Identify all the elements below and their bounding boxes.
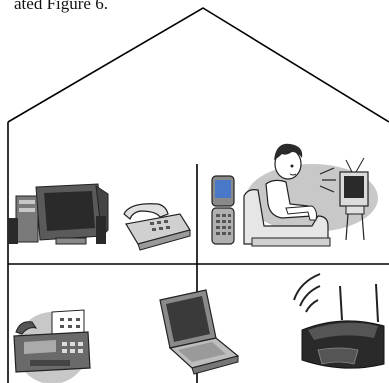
wireless-router-icon [294, 274, 384, 368]
laptop-icon [160, 290, 238, 374]
desk-telephone-icon [124, 204, 190, 250]
caption-fragment: ated Figure 6. [14, 0, 108, 14]
desktop-computer-icon [8, 184, 108, 244]
fax-machine-icon [14, 310, 90, 383]
person-watching-tv-icon [244, 144, 378, 246]
roof-line [8, 8, 389, 122]
mobile-phone-icon [212, 176, 234, 244]
